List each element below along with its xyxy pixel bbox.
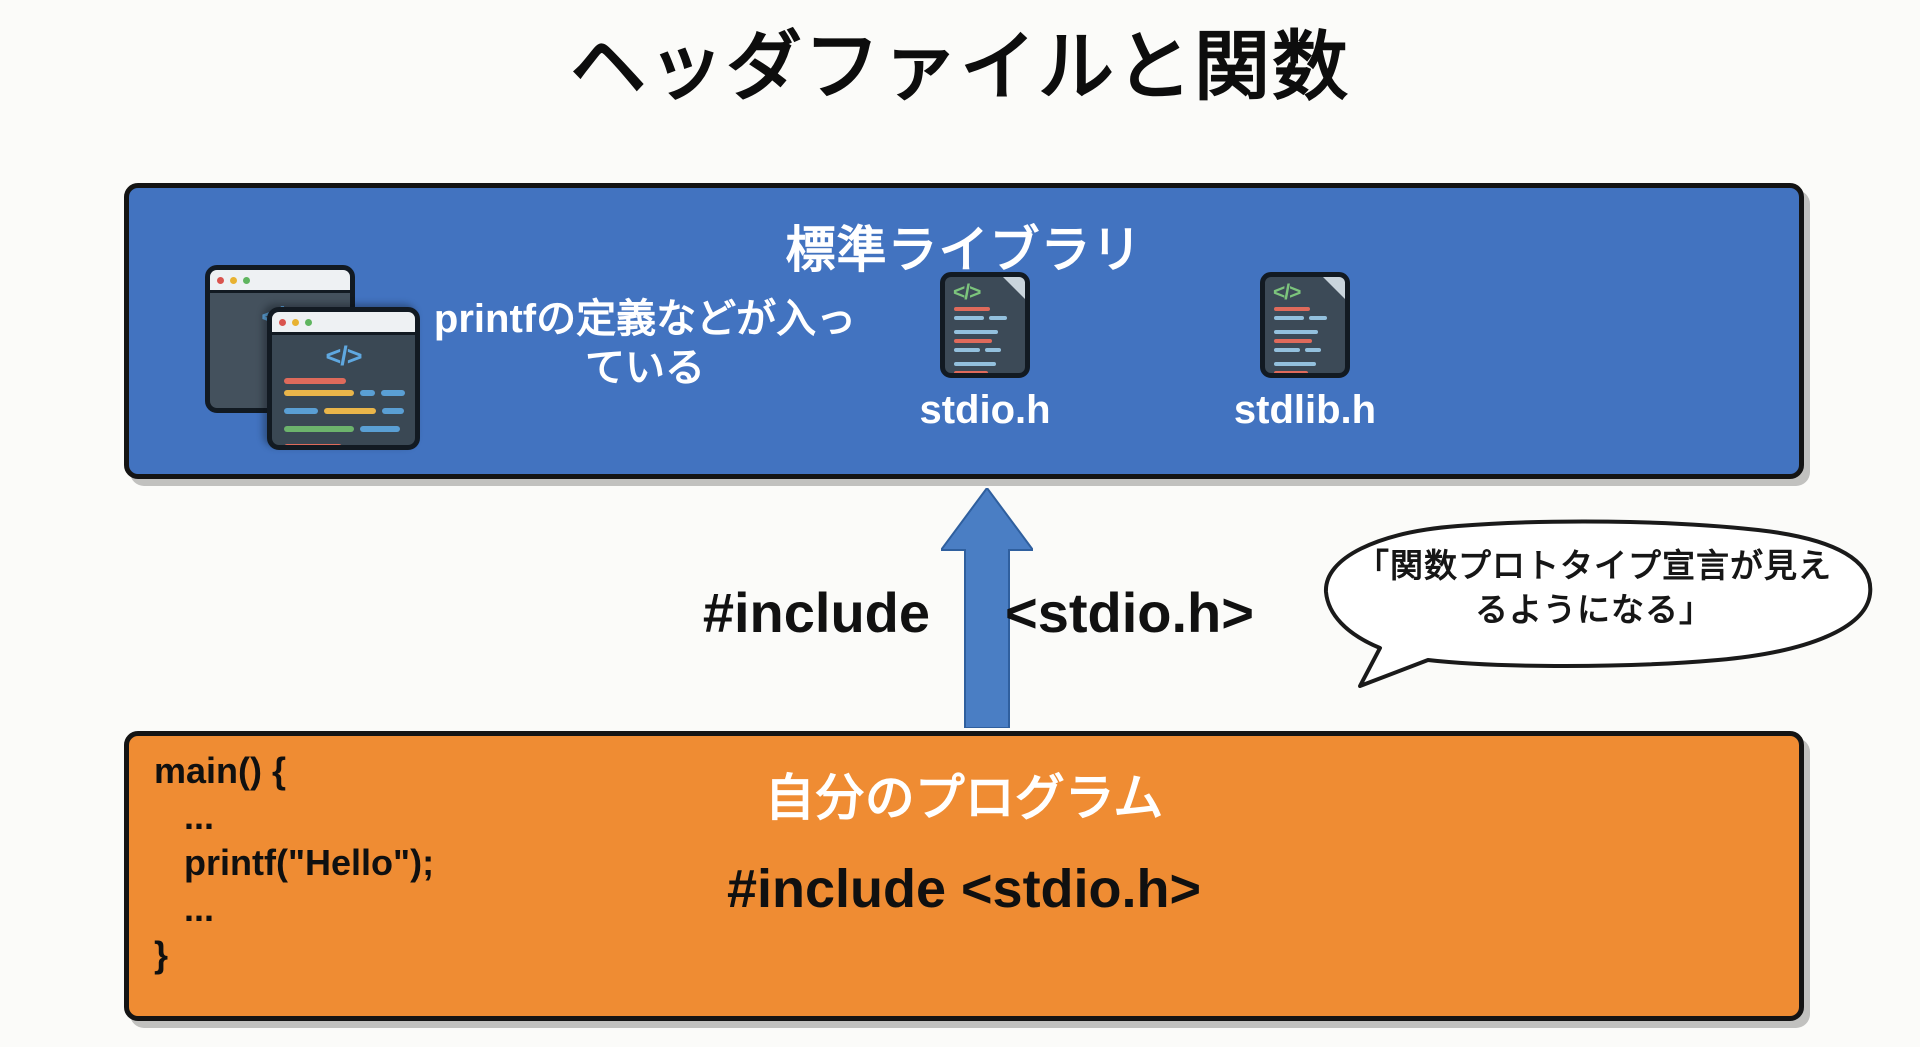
user-program-box: main() { ... printf("Hello"); ... } 自分のプ… [124,731,1804,1021]
program-code-snippet: main() { ... printf("Hello"); ... } [154,750,435,976]
code-tag-icon: </> [1273,281,1301,304]
code-tag-icon: </> [325,341,362,371]
code-window-stack-icon: </> </> [205,265,420,450]
code-file-icon: </> [1260,272,1350,378]
code-line-decoration [272,372,415,445]
close-dot-icon [217,276,224,284]
page-fold-corner [1322,277,1345,300]
speech-bubble-text: 「関数プロトタイプ宣言が見えるようになる」 [1356,547,1832,629]
file-line-decoration [945,305,1025,373]
maximize-dot-icon [243,276,250,284]
code-file-icon: </> [940,272,1030,378]
header-file-label: stdlib.h [1233,388,1377,432]
program-include-line: #include <stdio.h> [726,859,1202,919]
header-file-stdlib: </> stdlib.h [1225,272,1385,433]
file-line-decoration [1265,305,1345,373]
page-title: ヘッダファイルと関数 [570,25,1350,110]
header-file-stdio: </> stdio.h [905,272,1065,433]
close-dot-icon [279,318,286,326]
code-window-front: </> [267,307,420,450]
standard-library-heading: 標準ライブラリ [785,222,1143,278]
user-program-heading: 自分のプログラム [764,770,1164,826]
up-arrow-icon [941,488,1033,728]
speech-bubble-icon: 「関数プロトタイプ宣言が見えるようになる」 [1308,518,1880,688]
include-keyword-text: #include [702,581,930,644]
maximize-dot-icon [305,318,312,326]
header-file-label: stdio.h [919,388,1051,432]
minimize-dot-icon [230,276,237,284]
code-tag-icon: </> [953,281,981,304]
include-header-text: <stdio.h> [1005,581,1254,644]
window-titlebar-back [210,270,350,293]
minimize-dot-icon [292,318,299,326]
library-note-text: printfの定義などが入っている [433,297,857,390]
window-titlebar-front [272,312,415,335]
page-fold-corner [1002,277,1025,300]
